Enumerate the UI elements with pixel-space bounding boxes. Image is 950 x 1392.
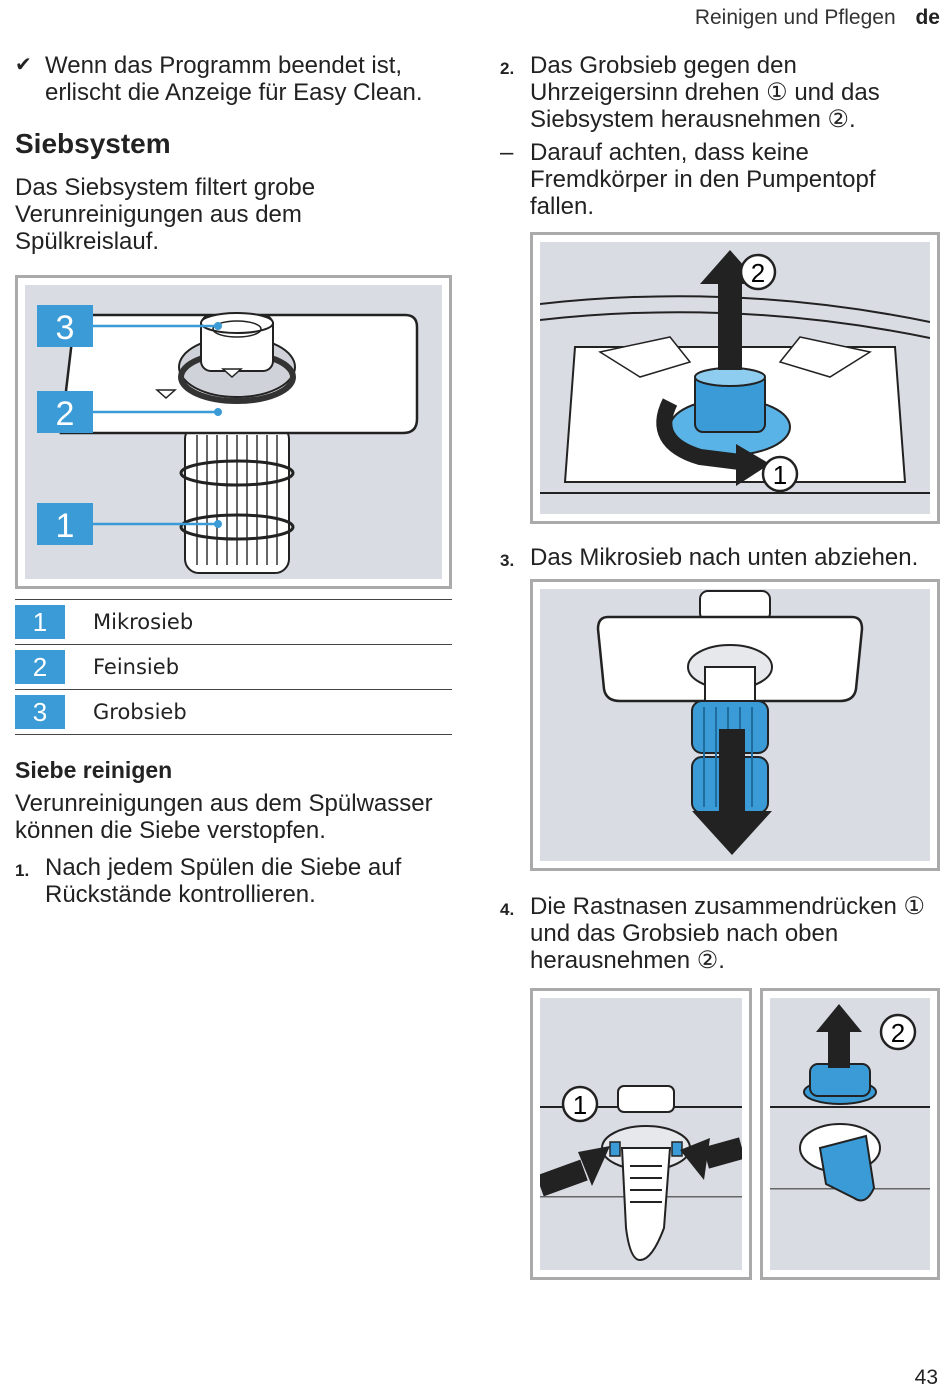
section-title: Reinigen und Pflegen [694, 6, 896, 29]
legend-row: 1 Mikrosieb [15, 599, 452, 645]
step-text: Nach jedem Spülen die Siebe auf Rückstän… [45, 854, 402, 908]
note-text: Darauf achten, dass keine Fremdkörper in… [530, 139, 876, 220]
remove-coarse-filter-figures: 1 2 [530, 988, 940, 1280]
callout-circle-2: 2 [739, 253, 777, 291]
filter-system-illustration: 3 2 1 [25, 285, 442, 579]
step-number: 3. [500, 551, 515, 570]
pull-microfilter-illustration [540, 589, 930, 861]
step-text: Die Rastnasen zusammendrücken ① und das … [530, 893, 926, 974]
legend-label: Feinsieb [65, 644, 452, 690]
bullet-text: Wenn das Programm beendet ist, erlischt … [45, 52, 423, 106]
step-number: 1. [15, 861, 30, 880]
press-tabs-figure: 1 [530, 988, 752, 1280]
subsection-heading: Siebe reinigen [15, 757, 173, 783]
callout-2: 2 [37, 391, 222, 433]
legend-label: Mikrosieb [65, 599, 452, 645]
step-text: Das Grobsieb gegen den Uhrzeigersinn dre… [530, 52, 880, 133]
svg-text:2: 2 [891, 1018, 905, 1048]
lift-coarse-filter-illustration: 2 [770, 998, 930, 1270]
figure-legend: 1 Mikrosieb 2 Feinsieb 3 Grobsieb [15, 599, 452, 735]
svg-text:2: 2 [751, 258, 765, 288]
callout-circle-2: 2 [879, 1013, 917, 1051]
step-3: 3. Das Mikrosieb nach unten abziehen. [500, 544, 940, 571]
language-code: de [915, 6, 940, 29]
result-bullet: ✔ Wenn das Programm beendet ist, erlisch… [15, 52, 452, 106]
legend-row: 2 Feinsieb [15, 644, 452, 690]
left-column: ✔ Wenn das Programm beendet ist, erlisch… [15, 52, 452, 908]
subsection-intro: Verunreinigungen aus dem Spülwasser könn… [15, 790, 433, 844]
legend-number: 3 [15, 695, 65, 729]
page-header: Reinigen und Pflegen de [695, 6, 940, 30]
lift-coarse-filter-figure: 2 [760, 988, 940, 1280]
svg-text:1: 1 [56, 507, 75, 545]
legend-label: Grobsieb [65, 689, 452, 735]
step-number: 2. [500, 59, 515, 78]
pull-microfilter-figure [530, 579, 940, 871]
legend-number: 1 [15, 605, 65, 639]
step-1: 1. Nach jedem Spülen die Siebe auf Rücks… [15, 854, 452, 908]
step-2-note: – Darauf achten, dass keine Fremdkörper … [500, 139, 940, 220]
remove-filter-figure: 2 1 [530, 232, 940, 524]
svg-text:1: 1 [573, 1090, 587, 1120]
step-text: Das Mikrosieb nach unten abziehen. [530, 544, 919, 571]
press-tabs-illustration: 1 [540, 998, 742, 1270]
right-column: 2. Das Grobsieb gegen den Uhrzeigersinn … [500, 52, 940, 1280]
filter-system-figure: 3 2 1 [15, 275, 452, 589]
callout-3: 3 [37, 305, 222, 347]
dash-mark: – [500, 139, 514, 166]
callout-1: 1 [37, 503, 222, 545]
page-number: 43 [914, 1366, 938, 1389]
checkmark-icon: ✔ [15, 54, 32, 76]
svg-text:2: 2 [56, 395, 75, 433]
svg-text:1: 1 [773, 460, 787, 490]
callout-circle-1: 1 [561, 1085, 599, 1123]
legend-number: 2 [15, 650, 65, 684]
section-heading: Siebsystem [15, 128, 171, 159]
legend-row: 3 Grobsieb [15, 689, 452, 735]
step-number: 4. [500, 900, 515, 919]
callout-circle-1: 1 [761, 455, 799, 493]
remove-filter-illustration: 2 1 [540, 242, 930, 514]
step-2: 2. Das Grobsieb gegen den Uhrzeigersinn … [500, 52, 940, 133]
intro-text: Das Siebsystem filtert grobe Verunreinig… [15, 174, 316, 255]
step-4: 4. Die Rastnasen zusammendrücken ① und d… [500, 893, 940, 974]
svg-text:3: 3 [56, 309, 75, 347]
